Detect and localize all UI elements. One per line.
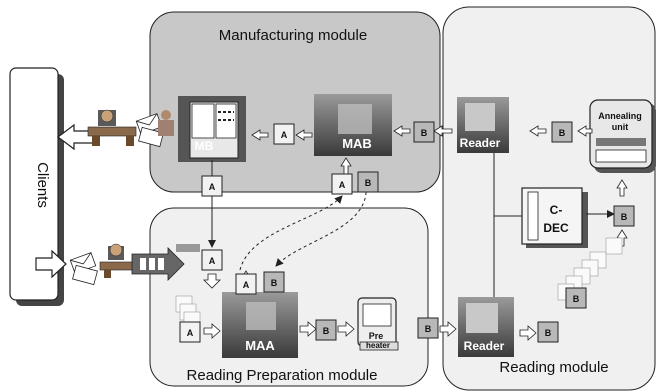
cube-a-icon: A	[331, 173, 353, 195]
person-at-desk-icon	[87, 109, 137, 146]
svg-text:B: B	[559, 128, 566, 138]
cube-b-icon: B	[417, 317, 439, 339]
mab-label: MAB	[342, 136, 372, 151]
cube-a-icon: A	[273, 123, 295, 145]
cube-a-icon: A	[179, 321, 201, 343]
small-arrow-icon	[295, 129, 313, 141]
order-document-arrow-icon	[131, 247, 185, 281]
reader-bottom-label: Reader	[464, 339, 505, 353]
small-arrow-icon	[616, 179, 628, 197]
clients-label: Clients	[34, 162, 51, 208]
reading-module-title: Reading module	[499, 359, 608, 376]
small-arrow-icon	[439, 321, 457, 337]
small-arrow-icon	[577, 125, 593, 137]
maa-machine: MAA	[222, 292, 298, 358]
svg-text:B: B	[425, 324, 432, 334]
small-arrow-icon	[519, 325, 537, 341]
mab-machine: MAB	[314, 94, 392, 156]
svg-text:B: B	[421, 128, 428, 138]
reading-prep-module-title: Reading Preparation module	[187, 367, 378, 384]
incoming-arrow-icon	[35, 249, 67, 279]
dashed-arrow-mab-to-prep	[275, 185, 367, 267]
cube-a-icon: A	[201, 175, 223, 197]
manufacturing-module-title: Manufacturing module	[219, 27, 367, 44]
cube-b-icon: B	[357, 171, 379, 193]
svg-text:A: A	[209, 256, 216, 266]
small-arrow-icon	[203, 273, 221, 289]
mb-machine: MB	[178, 96, 246, 162]
svg-text:B: B	[323, 326, 330, 336]
small-arrow-icon	[393, 125, 411, 137]
cube-b-icon: B	[537, 321, 559, 343]
reader-top-label: Reader	[460, 136, 501, 150]
cube-b-icon: B	[315, 319, 337, 341]
annealing-label-line1: Annealing	[598, 111, 642, 121]
mb-label: MB	[195, 139, 214, 153]
cdec-label-line1: C-	[550, 203, 563, 217]
svg-text:A: A	[243, 280, 250, 290]
preheater-label-line2: heater	[366, 341, 390, 350]
cube-b-icon: B	[565, 287, 587, 309]
annealing-unit: Annealing unit	[589, 99, 656, 173]
svg-text:A: A	[187, 328, 194, 338]
svg-text:B: B	[365, 178, 372, 188]
cube-b-icon: B	[263, 271, 285, 293]
reader-machine-top: Reader	[457, 97, 509, 153]
small-arrow-icon	[529, 125, 547, 137]
svg-text:B: B	[545, 328, 552, 338]
cdec-unit: C- DEC	[521, 187, 588, 248]
svg-text:B: B	[271, 278, 278, 288]
annealing-label-line2: unit	[612, 122, 629, 132]
cube-a-icon: A	[201, 249, 223, 271]
envelope-icon	[135, 113, 164, 148]
preheater-computer-icon: Pre heater	[357, 297, 399, 351]
dashed-arrow-prep-to-mab	[239, 195, 343, 271]
cube-b-icon: B	[413, 121, 435, 143]
person-at-desk-icon	[99, 243, 143, 278]
cube-a-icon: A	[235, 273, 257, 295]
svg-text:A: A	[209, 182, 216, 192]
small-arrow-icon	[299, 321, 317, 337]
svg-text:B: B	[573, 294, 580, 304]
envelope-icon	[69, 252, 98, 286]
cube-b-icon: B	[551, 121, 573, 143]
small-arrow-icon	[337, 321, 355, 337]
cdec-label-line2: DEC	[543, 221, 569, 235]
reader-machine-bottom: Reader	[458, 297, 514, 357]
small-arrow-icon	[433, 125, 453, 137]
svg-text:B: B	[621, 212, 628, 222]
worker-figure-icon	[158, 110, 174, 136]
cube-b-icon: B	[613, 205, 635, 227]
clients-box	[9, 67, 59, 301]
small-arrow-icon	[251, 129, 269, 141]
svg-text:A: A	[281, 130, 288, 140]
maa-label: MAA	[245, 338, 275, 353]
preheater-label-line1: Pre	[369, 331, 384, 341]
small-arrow-icon	[203, 323, 221, 339]
grey-tray	[176, 244, 200, 252]
svg-text:A: A	[339, 180, 346, 190]
